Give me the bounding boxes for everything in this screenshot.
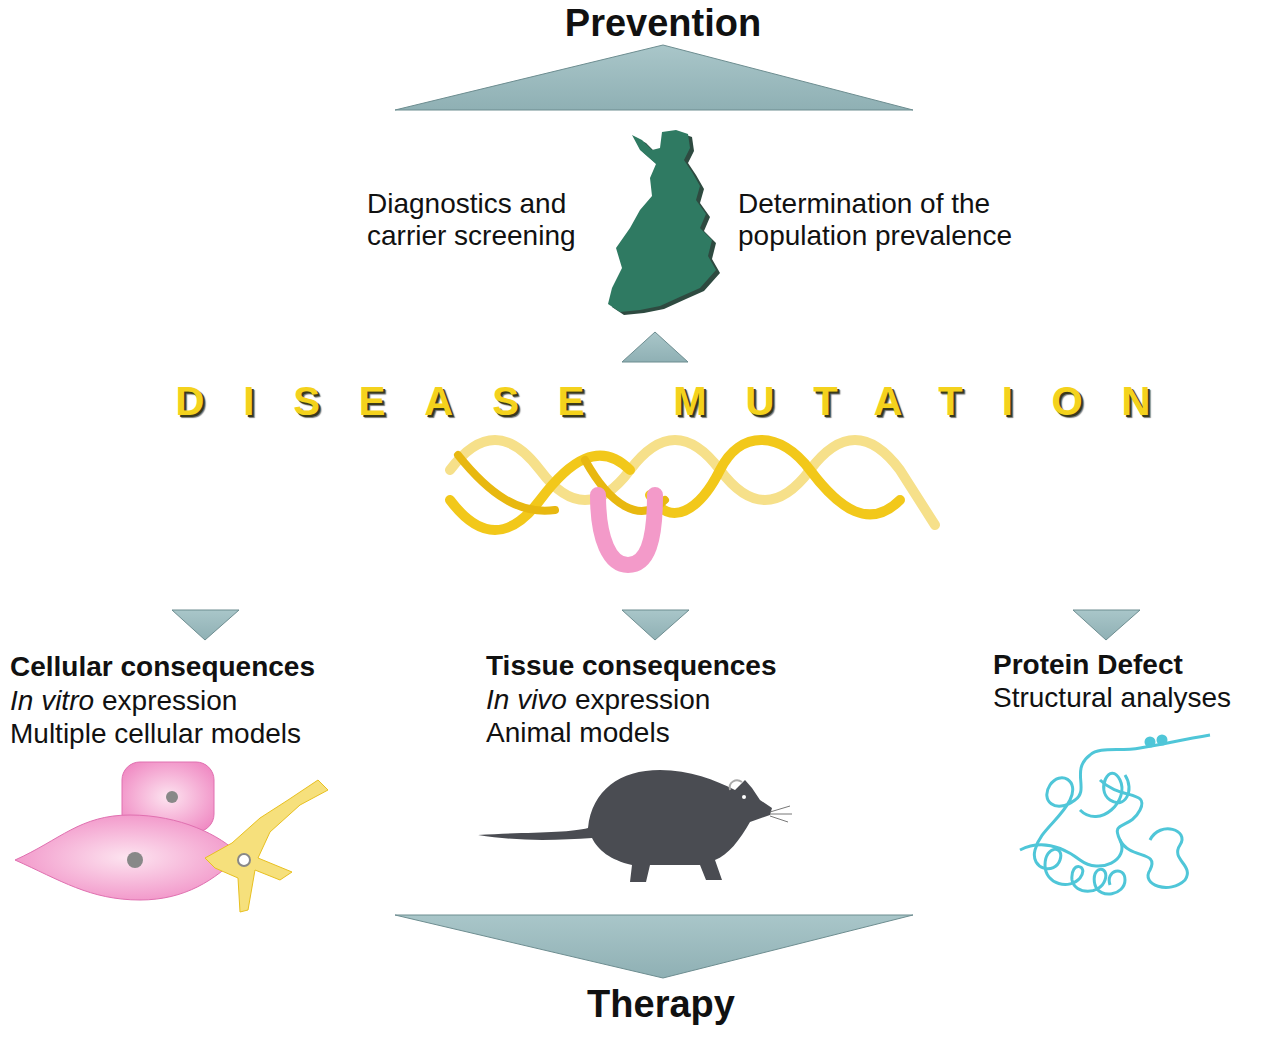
heading: Therapy bbox=[587, 983, 735, 1027]
method-label: Animal models bbox=[486, 717, 670, 749]
method-label: expression bbox=[575, 684, 710, 716]
heading: Prevention bbox=[565, 2, 761, 46]
prevention-triangle bbox=[395, 45, 913, 110]
section-heading: Cellular consequences bbox=[10, 651, 315, 683]
up-arrow-triangle bbox=[622, 332, 688, 362]
section-heading: Protein Defect bbox=[993, 649, 1183, 681]
protein-structure bbox=[1020, 735, 1210, 894]
note: Diagnostics and carrier screening bbox=[367, 188, 629, 252]
down-arrow-triangle bbox=[622, 610, 689, 640]
dna-helix bbox=[450, 440, 935, 565]
rat bbox=[478, 770, 792, 882]
method-label: Structural analyses bbox=[993, 682, 1231, 714]
central-heading: DISEASE MUTATION bbox=[176, 378, 1190, 424]
finland-map bbox=[608, 130, 720, 315]
section-heading: Tissue consequences bbox=[486, 650, 777, 682]
note: Determination of the population prevalen… bbox=[738, 188, 1078, 252]
down-arrow-triangle bbox=[172, 610, 239, 640]
method-label: expression bbox=[102, 685, 237, 717]
method-label: Multiple cellular models bbox=[10, 718, 301, 750]
therapy-triangle bbox=[395, 915, 913, 978]
cell-models bbox=[15, 762, 328, 912]
method-label: In vitro bbox=[10, 685, 94, 717]
down-arrow-triangle bbox=[1073, 610, 1140, 640]
method-label: In vivo bbox=[486, 684, 567, 716]
